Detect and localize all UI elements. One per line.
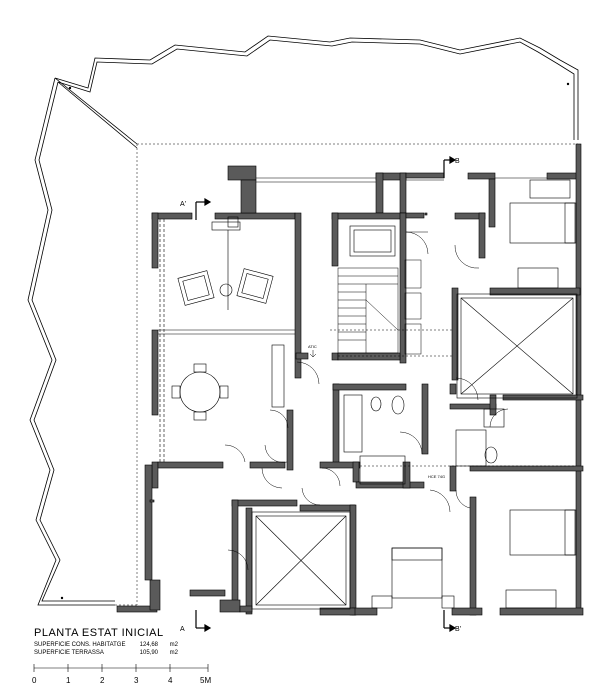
scale-label-1: 1 [66, 676, 71, 685]
terrace-outline [27, 35, 579, 606]
section-marker-b-top [443, 155, 457, 178]
area-row-habitatge: SUPERFICIE CONS. HABITATGE 124,68 m2 [34, 642, 178, 648]
scale-bar [33, 664, 209, 672]
stair-annotation: ATIC [308, 344, 317, 349]
section-label-a-bottom: A [180, 626, 185, 633]
light-well-upper [456, 293, 578, 399]
area-value: 124,68 [139, 642, 158, 648]
area-row-terrassa: SUPERFICIE TERRASSA 105,90 m2 [34, 650, 178, 656]
section-label-b-top: B [455, 158, 460, 165]
scale-label-2: 2 [100, 676, 105, 685]
walls [116, 143, 584, 616]
scale-label-0: 0 [32, 676, 37, 685]
bedroom-bottom-middle [371, 547, 455, 609]
area-unit: m2 [169, 650, 178, 656]
scale-labels: 0 1 2 3 4 5M [32, 676, 211, 685]
area-name: SUPERFICIE TERRASSA [34, 650, 104, 656]
bathroom-fixtures [343, 394, 505, 485]
section-marker-b-bottom [443, 610, 457, 633]
terrace-drain-dots [60, 82, 570, 600]
section-marker-a-top [195, 197, 212, 220]
section-label-b-bottom: B' [455, 626, 461, 633]
bedroom-top-right [509, 179, 577, 289]
bedroom-bottom-right [505, 509, 577, 609]
section-label-a-top: A' [180, 201, 186, 208]
door-swings [224, 231, 509, 571]
partitions [158, 177, 576, 467]
pipe-annotation: HCE 74G [428, 474, 445, 479]
light-well-lower [251, 511, 351, 610]
section-marker-a-bottom [195, 610, 212, 633]
scale-label-5: 5M [200, 676, 211, 685]
area-unit: m2 [169, 642, 178, 648]
laundry-area [349, 225, 396, 257]
dining-table [171, 344, 285, 421]
area-value: 105,90 [139, 650, 158, 656]
lounge-furniture [177, 216, 274, 306]
stair-arrow-icon [309, 350, 317, 358]
property-boundary [115, 143, 578, 606]
plan-title: PLANTA ESTAT INICIAL [34, 627, 164, 639]
scale-label-3: 3 [134, 676, 139, 685]
area-name: SUPERFICIE CONS. HABITATGE [34, 642, 126, 648]
staircase [337, 259, 422, 355]
scale-label-4: 4 [168, 676, 173, 685]
